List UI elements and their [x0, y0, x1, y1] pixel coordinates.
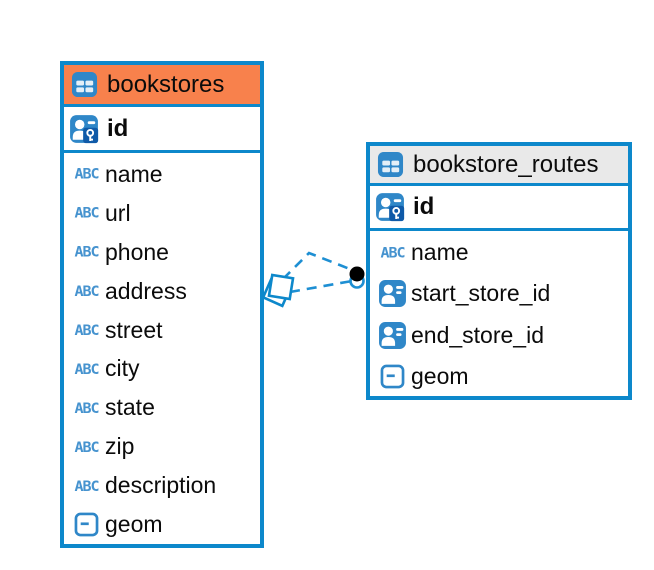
column-name: address — [105, 277, 187, 304]
table-header-bookstore-routes[interactable]: bookstore_routes — [370, 146, 628, 186]
primary-key-row[interactable]: id — [64, 107, 260, 153]
text-type-icon: ABC — [74, 243, 99, 261]
geometry-type-icon — [74, 512, 99, 537]
column-name: start_store_id — [411, 280, 551, 307]
column-row[interactable]: ABC city — [64, 350, 260, 389]
column-name: geom — [411, 362, 469, 389]
column-name: city — [105, 355, 140, 382]
column-name: name — [105, 160, 163, 187]
table-title: bookstores — [107, 70, 225, 98]
many-end-dot-marker[interactable] — [349, 266, 365, 289]
text-type-icon: ABC — [74, 165, 99, 184]
table-icon — [71, 71, 98, 98]
table-icon — [377, 151, 404, 178]
column-row[interactable]: start_store_id — [370, 273, 628, 315]
column-row[interactable]: end_store_id — [370, 315, 628, 357]
column-name: phone — [105, 238, 169, 265]
column-row[interactable]: geom — [370, 356, 628, 396]
text-type-icon: ABC — [74, 360, 99, 378]
text-type-icon: ABC — [74, 438, 99, 456]
column-name: geom — [105, 511, 163, 538]
column-name: id — [107, 114, 129, 142]
text-type-icon: ABC — [74, 477, 99, 495]
foreign-key-icon — [378, 321, 407, 350]
text-type-icon: ABC — [74, 204, 99, 222]
table-card-bookstores[interactable]: bookstores id ABC name ABC url ABC phone… — [60, 61, 264, 548]
column-name: end_store_id — [411, 321, 544, 348]
primary-key-icon — [375, 192, 405, 222]
column-row[interactable]: ABC state — [64, 388, 260, 427]
column-row[interactable]: ABC url — [64, 194, 260, 233]
primary-key-row[interactable]: id — [370, 186, 628, 231]
text-type-icon: ABC — [380, 244, 405, 262]
one-end-diamond-marker[interactable] — [261, 273, 295, 308]
column-row[interactable]: ABC street — [64, 311, 260, 350]
columns-section: ABC name start_store_id end_store_id geo… — [370, 231, 628, 396]
columns-section: ABC name ABC url ABC phone ABC address A… — [64, 153, 260, 544]
column-row[interactable]: ABC name — [370, 233, 628, 273]
table-card-bookstore-routes[interactable]: bookstore_routes id ABC name start_store… — [366, 142, 632, 400]
column-row[interactable]: ABC name — [64, 155, 260, 194]
primary-key-icon — [69, 114, 99, 144]
text-type-icon: ABC — [74, 321, 99, 339]
column-row[interactable]: ABC description — [64, 466, 260, 505]
text-type-icon: ABC — [74, 282, 99, 300]
column-name: name — [411, 239, 469, 266]
column-row[interactable]: geom — [64, 505, 260, 544]
column-name: zip — [105, 433, 135, 460]
table-header-bookstores[interactable]: bookstores — [64, 65, 260, 107]
foreign-key-icon — [378, 279, 407, 308]
geometry-type-icon — [380, 364, 405, 389]
column-name: url — [105, 199, 131, 226]
column-name: state — [105, 394, 155, 421]
text-type-icon: ABC — [74, 399, 99, 417]
column-row[interactable]: ABC phone — [64, 233, 260, 272]
column-name: street — [105, 316, 163, 343]
column-name: description — [105, 472, 217, 499]
relationship-line[interactable] — [282, 251, 356, 294]
table-title: bookstore_routes — [413, 150, 599, 178]
column-row[interactable]: ABC address — [64, 272, 260, 311]
column-row[interactable]: ABC zip — [64, 427, 260, 466]
column-name: id — [413, 193, 435, 220]
